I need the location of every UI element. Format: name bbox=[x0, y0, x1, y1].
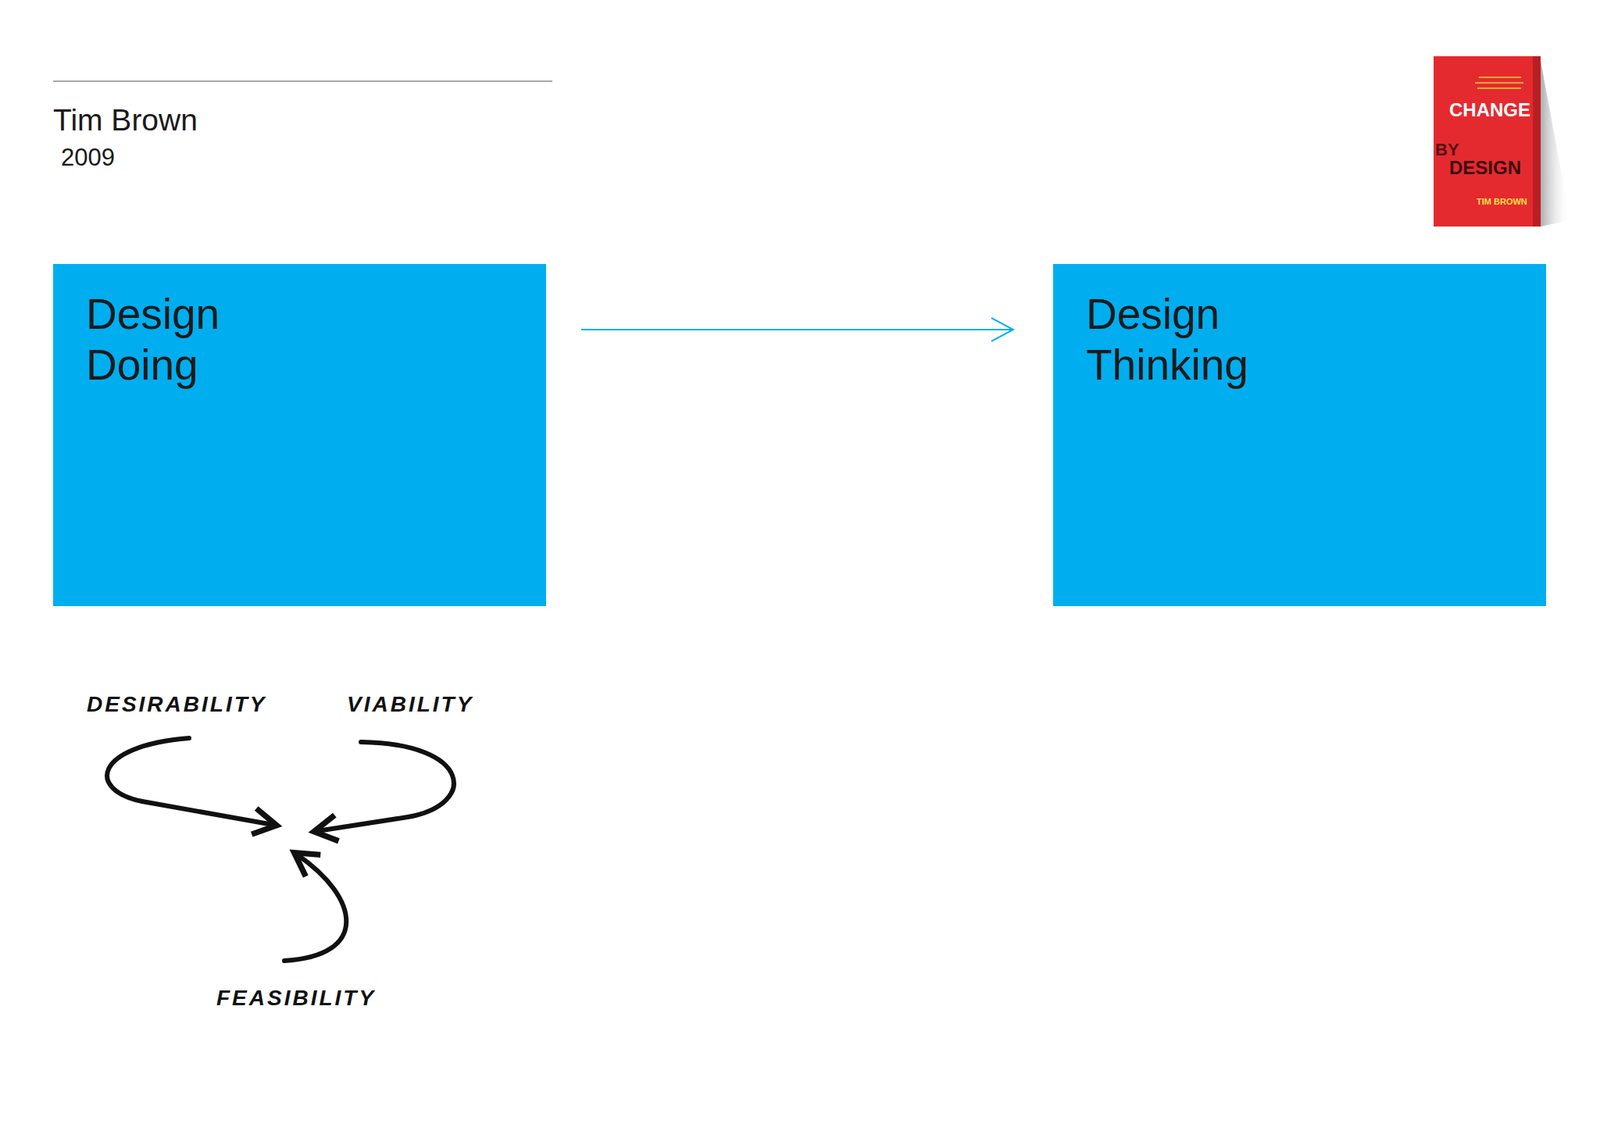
book-cover bbox=[1433, 56, 1571, 227]
header-rule bbox=[53, 80, 553, 82]
flow-arrow bbox=[581, 328, 1014, 331]
book-small-print bbox=[1475, 77, 1524, 89]
box-heading: Design Thinking bbox=[1085, 289, 1301, 391]
year: 2009 bbox=[60, 143, 115, 172]
book-title: CHANGE bbox=[1449, 99, 1531, 122]
book-shadow bbox=[1540, 60, 1571, 227]
sketch-arrow bbox=[284, 854, 347, 961]
sketch-label: FEASIBILITY bbox=[216, 985, 376, 1011]
sketch-label: VIABILITY bbox=[346, 692, 474, 718]
book-author: TIM BROWN bbox=[1476, 196, 1528, 208]
book-title: BY bbox=[1435, 139, 1460, 160]
book-front bbox=[1433, 56, 1541, 227]
box-heading: Design Doing bbox=[85, 289, 301, 391]
author-title: Tim Brown bbox=[53, 102, 198, 139]
sketch-arrow bbox=[107, 738, 274, 825]
sketch-arrows bbox=[107, 738, 454, 961]
book-title: DESIGN bbox=[1449, 157, 1522, 179]
sketch-arrow bbox=[317, 742, 454, 832]
sketch-label: DESIRABILITY bbox=[86, 692, 267, 718]
book-spine-edge bbox=[1532, 56, 1541, 227]
concept-box: Design Thinking bbox=[1053, 264, 1547, 607]
concept-box: Design Doing bbox=[53, 264, 547, 607]
